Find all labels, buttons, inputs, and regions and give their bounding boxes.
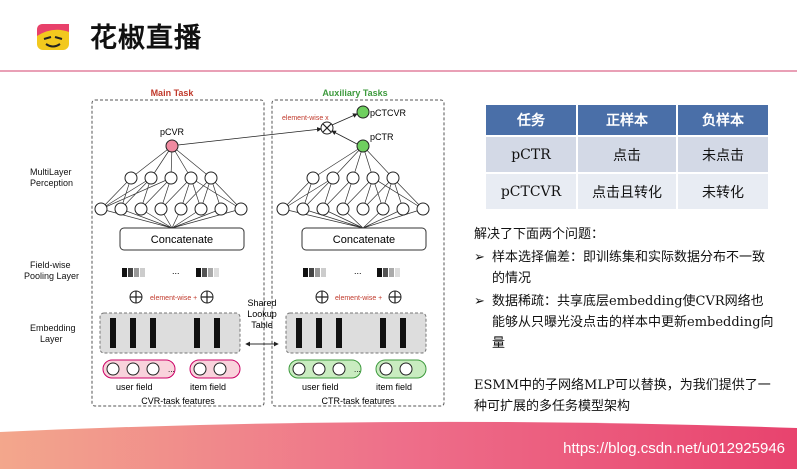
- table-cell: pCTR: [484, 135, 578, 174]
- element-wise-plus-left: element-wise +: [150, 295, 197, 302]
- concatenate-label-left: Concatenate: [151, 234, 213, 246]
- table-header: 任务: [484, 103, 578, 137]
- brand-logo-icon: [37, 24, 69, 50]
- summary-text: ESMM中的子网络MLP可以替换，为我们提供了一种可扩展的多任务模型架构: [474, 378, 771, 414]
- bullet-item: ➢ 样本选择偏差：即训练集和实际数据分布不一致的情况: [474, 247, 774, 289]
- user-field-left: user field: [116, 382, 153, 392]
- table-cell: 点击且转化: [576, 172, 678, 211]
- item-field-right: item field: [376, 382, 412, 392]
- pctr-node: [356, 139, 370, 153]
- table-header: 正样本: [576, 103, 678, 137]
- watermark: https://blog.csdn.net/u012925946: [563, 440, 785, 457]
- sample-table: 任务 正样本 负样本 pCTR 点击 未点击 pCTCVR 点击且转化 未转化: [484, 103, 770, 211]
- mlp-edges-left: [100, 145, 242, 229]
- input-nodes: [106, 362, 413, 376]
- svg-text:...: ...: [354, 266, 362, 276]
- user-field-right: user field: [302, 382, 339, 392]
- table-cell: pCTCVR: [484, 172, 578, 211]
- pcvr-node: [165, 139, 179, 153]
- svg-text:...: ...: [354, 365, 361, 374]
- intro-text: 解决了下面两个问题：: [474, 227, 605, 242]
- concatenate-box-right: [301, 227, 427, 251]
- aux-task-title: Auxiliary Tasks: [322, 88, 387, 98]
- embedding-columns: [110, 318, 406, 348]
- bullet-text: 样本选择偏差：即训练集和实际数据分布不一致的情况: [492, 250, 766, 286]
- table-cell: 点击: [576, 135, 678, 174]
- element-wise-plus-right: element-wise +: [335, 295, 382, 302]
- pcvr-label: pCVR: [160, 127, 185, 137]
- bullet-item: ➢ 数据稀疏：共享底层embedding使CVR网络也能够从只曝光没点击的样本中更…: [474, 291, 774, 354]
- header: 花椒直播: [0, 0, 797, 72]
- table-row: pCTCVR 点击且转化 未转化: [484, 172, 770, 211]
- item-field-left: item field: [190, 382, 226, 392]
- brand-name: 花椒直播: [90, 23, 202, 54]
- pooling-vectors: [122, 268, 400, 277]
- svg-text:...: ...: [172, 266, 180, 276]
- aux-task-box: [271, 99, 445, 407]
- main-task-box: [91, 99, 265, 407]
- main-task-title: Main Task: [151, 88, 195, 98]
- table-header: 负样本: [676, 103, 770, 137]
- table-cell: 未转化: [676, 172, 770, 211]
- header-divider: [0, 70, 797, 72]
- concatenate-label-right: Concatenate: [333, 234, 395, 246]
- pctr-label: pCTR: [370, 132, 394, 142]
- svg-text:...: ...: [168, 365, 175, 374]
- element-wise-x-label: element-wise x: [282, 115, 329, 122]
- mlp-edges-right: [282, 145, 424, 229]
- pctcvr-node: [356, 105, 370, 119]
- pctcvr-label: pCTCVR: [370, 108, 407, 118]
- mlp-nodes: [94, 171, 430, 216]
- table-cell: 未点击: [676, 135, 770, 174]
- problem-list: 解决了下面两个问题： ➢ 样本选择偏差：即训练集和实际数据分布不一致的情况 ➢ 数据…: [474, 224, 774, 356]
- bullet-text: 数据稀疏：共享底层embedding使CVR网络也能够从只曝光没点击的样本中更新…: [492, 294, 774, 351]
- footer-band: [0, 421, 797, 469]
- arrow-bullet-icon: ➢: [474, 294, 485, 309]
- concatenate-box-left: [119, 227, 245, 251]
- ctr-task-features: CTR-task features: [321, 396, 395, 406]
- table-row: pCTR 点击 未点击: [484, 135, 770, 174]
- arrow-bullet-icon: ➢: [474, 250, 485, 265]
- cvr-task-features: CVR-task features: [141, 396, 215, 406]
